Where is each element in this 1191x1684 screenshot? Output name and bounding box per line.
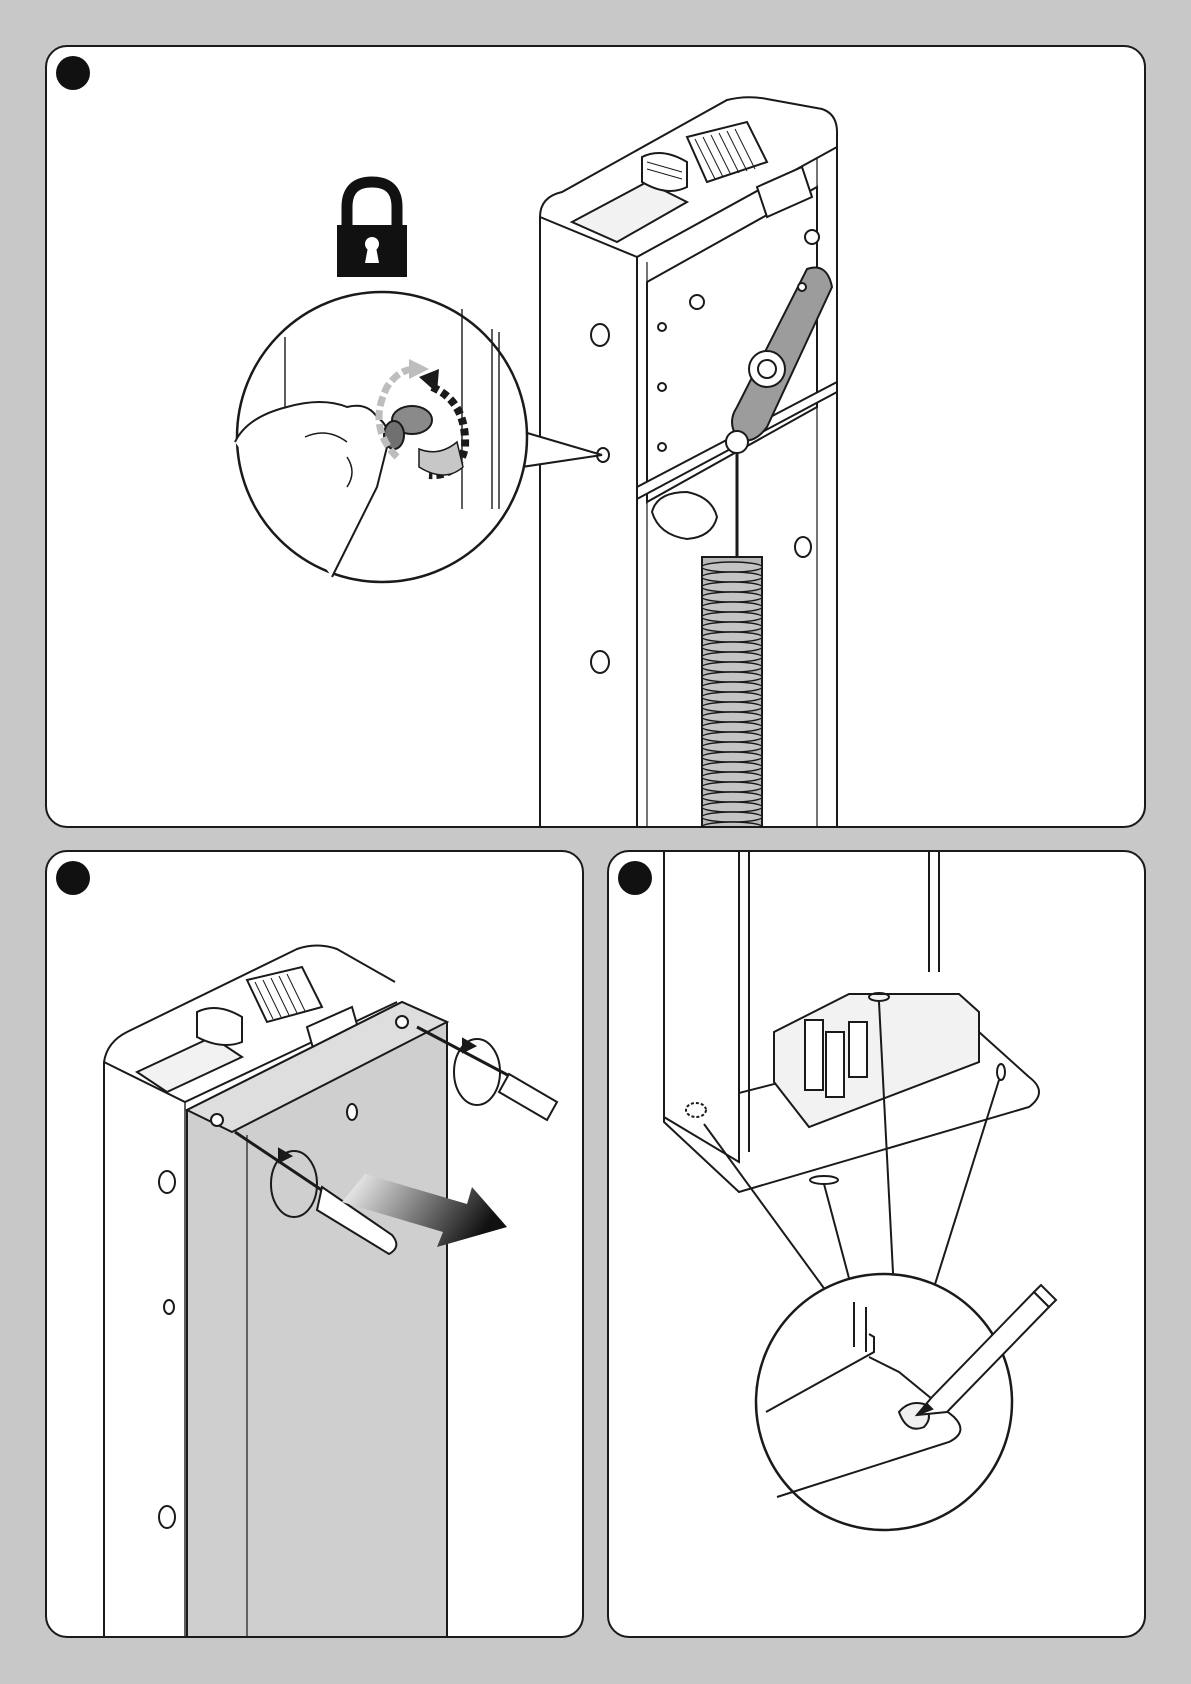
spring-coil: [702, 732, 762, 742]
spring-coil: [702, 692, 762, 702]
padlock-icon: [337, 182, 407, 277]
spring-coil: [702, 632, 762, 642]
barrier-cabinet-open: [104, 946, 447, 1639]
unlock-illustration: [47, 47, 1146, 828]
spring-coil: [702, 782, 762, 792]
spring-coil: [702, 642, 762, 652]
spring-coil: [702, 792, 762, 802]
spring-coil: [702, 662, 762, 672]
spring-coil: [702, 722, 762, 732]
spring-coil: [702, 772, 762, 782]
spring-coil: [702, 602, 762, 612]
spring-coil: [702, 612, 762, 622]
step-panel-1: [45, 45, 1146, 828]
spring-coil: [702, 742, 762, 752]
mark-holes-illustration: [609, 852, 1146, 1638]
spring-coil: [702, 572, 762, 582]
spring-coil: [702, 702, 762, 712]
remove-panel-illustration: [47, 852, 584, 1638]
barrier-cabinet: [540, 97, 837, 828]
spring-coil: [702, 752, 762, 762]
spring-coil: [702, 672, 762, 682]
spring-coil: [702, 682, 762, 692]
magnifier-detail: [756, 1274, 1056, 1530]
spring-coil: [702, 622, 762, 632]
spring-coil: [702, 582, 762, 592]
spring-coil: [702, 562, 762, 572]
spring-coil: [702, 802, 762, 812]
step-panel-3: [607, 850, 1146, 1638]
spring-coil: [702, 812, 762, 822]
spring-coil: [702, 652, 762, 662]
barrier-base: [664, 852, 1039, 1302]
step-panel-2: [45, 850, 584, 1638]
spring-coil: [702, 712, 762, 722]
spring-coil: [702, 762, 762, 772]
spring-coil: [702, 822, 762, 828]
spring-coil: [702, 592, 762, 602]
